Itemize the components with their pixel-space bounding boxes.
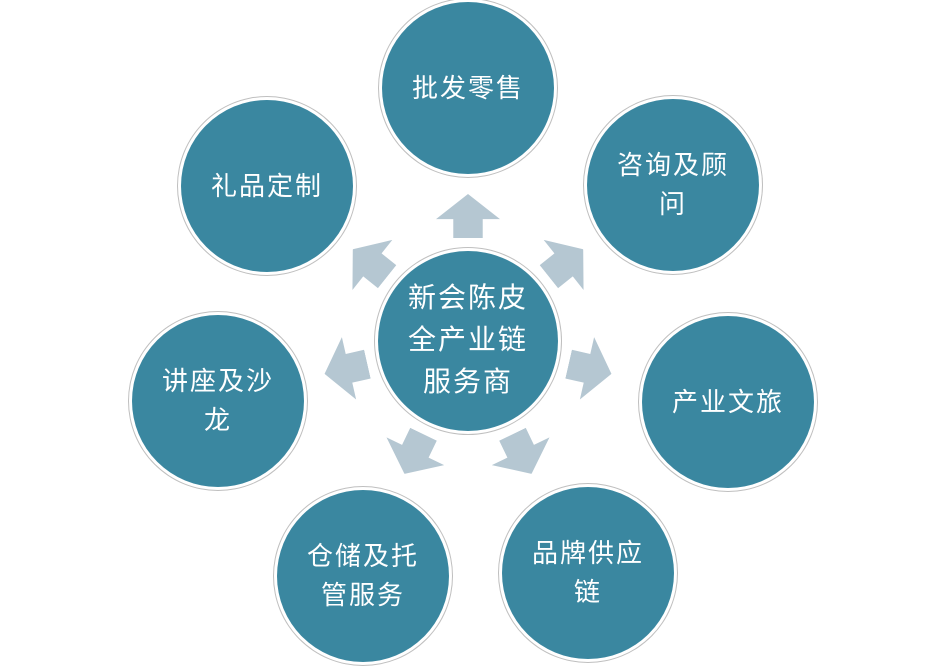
node-lectures-salons-label: 讲座及沙龙 <box>161 367 274 435</box>
node-gift-customization: 礼品定制 <box>181 100 353 272</box>
arrow-to-lectures-salons-icon <box>317 333 374 405</box>
node-wholesale-retail: 批发零售 <box>382 2 554 174</box>
node-warehousing-custody-label: 仓储及托管服务 <box>306 542 419 610</box>
node-brand-supply-chain: 品牌供应链 <box>502 487 674 659</box>
node-lectures-salons: 讲座及沙龙 <box>132 315 304 487</box>
node-consulting-advisory: 咨询及顾问 <box>587 99 759 271</box>
arrow-to-warehousing-custody-icon <box>376 420 453 487</box>
node-warehousing-custody: 仓储及托管服务 <box>277 490 449 662</box>
center-node: 新会陈皮全产业链服务商 <box>378 251 558 431</box>
node-industry-culture-tourism: 产业文旅 <box>642 316 814 488</box>
node-consulting-advisory-label: 咨询及顾问 <box>616 151 729 219</box>
node-wholesale-retail-label: 批发零售 <box>411 73 524 103</box>
node-brand-supply-chain-label: 品牌供应链 <box>531 539 644 607</box>
arrow-to-brand-supply-chain-icon <box>484 420 561 487</box>
arrow-to-industry-culture-tourism-icon <box>561 333 618 405</box>
center-node-label: 新会陈皮全产业链服务商 <box>407 283 528 398</box>
arrow-to-wholesale-retail-icon <box>436 194 500 238</box>
node-industry-culture-tourism-label: 产业文旅 <box>671 387 784 417</box>
node-gift-customization-label: 礼品定制 <box>210 171 323 201</box>
